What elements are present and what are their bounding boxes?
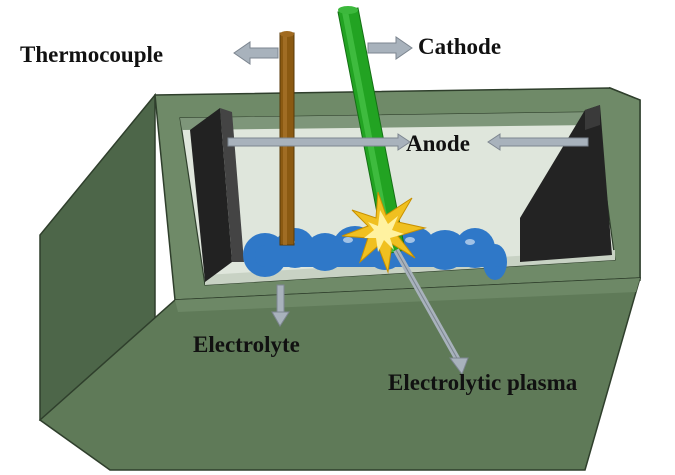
thermocouple-arrow xyxy=(233,41,279,65)
right-anode-plate xyxy=(520,105,612,262)
box-front-face xyxy=(38,277,642,471)
left-anode-plate xyxy=(190,108,232,282)
electrolyte-label: Electrolyte xyxy=(193,332,300,357)
thermocouple-label: Thermocouple xyxy=(20,42,163,67)
cathode-rod xyxy=(337,6,406,255)
plasma-arrow xyxy=(393,248,469,376)
cathode-label: Cathode xyxy=(418,34,501,59)
anode-arrows xyxy=(227,133,589,151)
electrolyte-arrow xyxy=(271,284,290,327)
electrolytic-plasma-label: Electrolytic plasma xyxy=(388,370,578,395)
cathode-arrow xyxy=(367,36,413,60)
anode-label: Anode xyxy=(406,131,470,156)
